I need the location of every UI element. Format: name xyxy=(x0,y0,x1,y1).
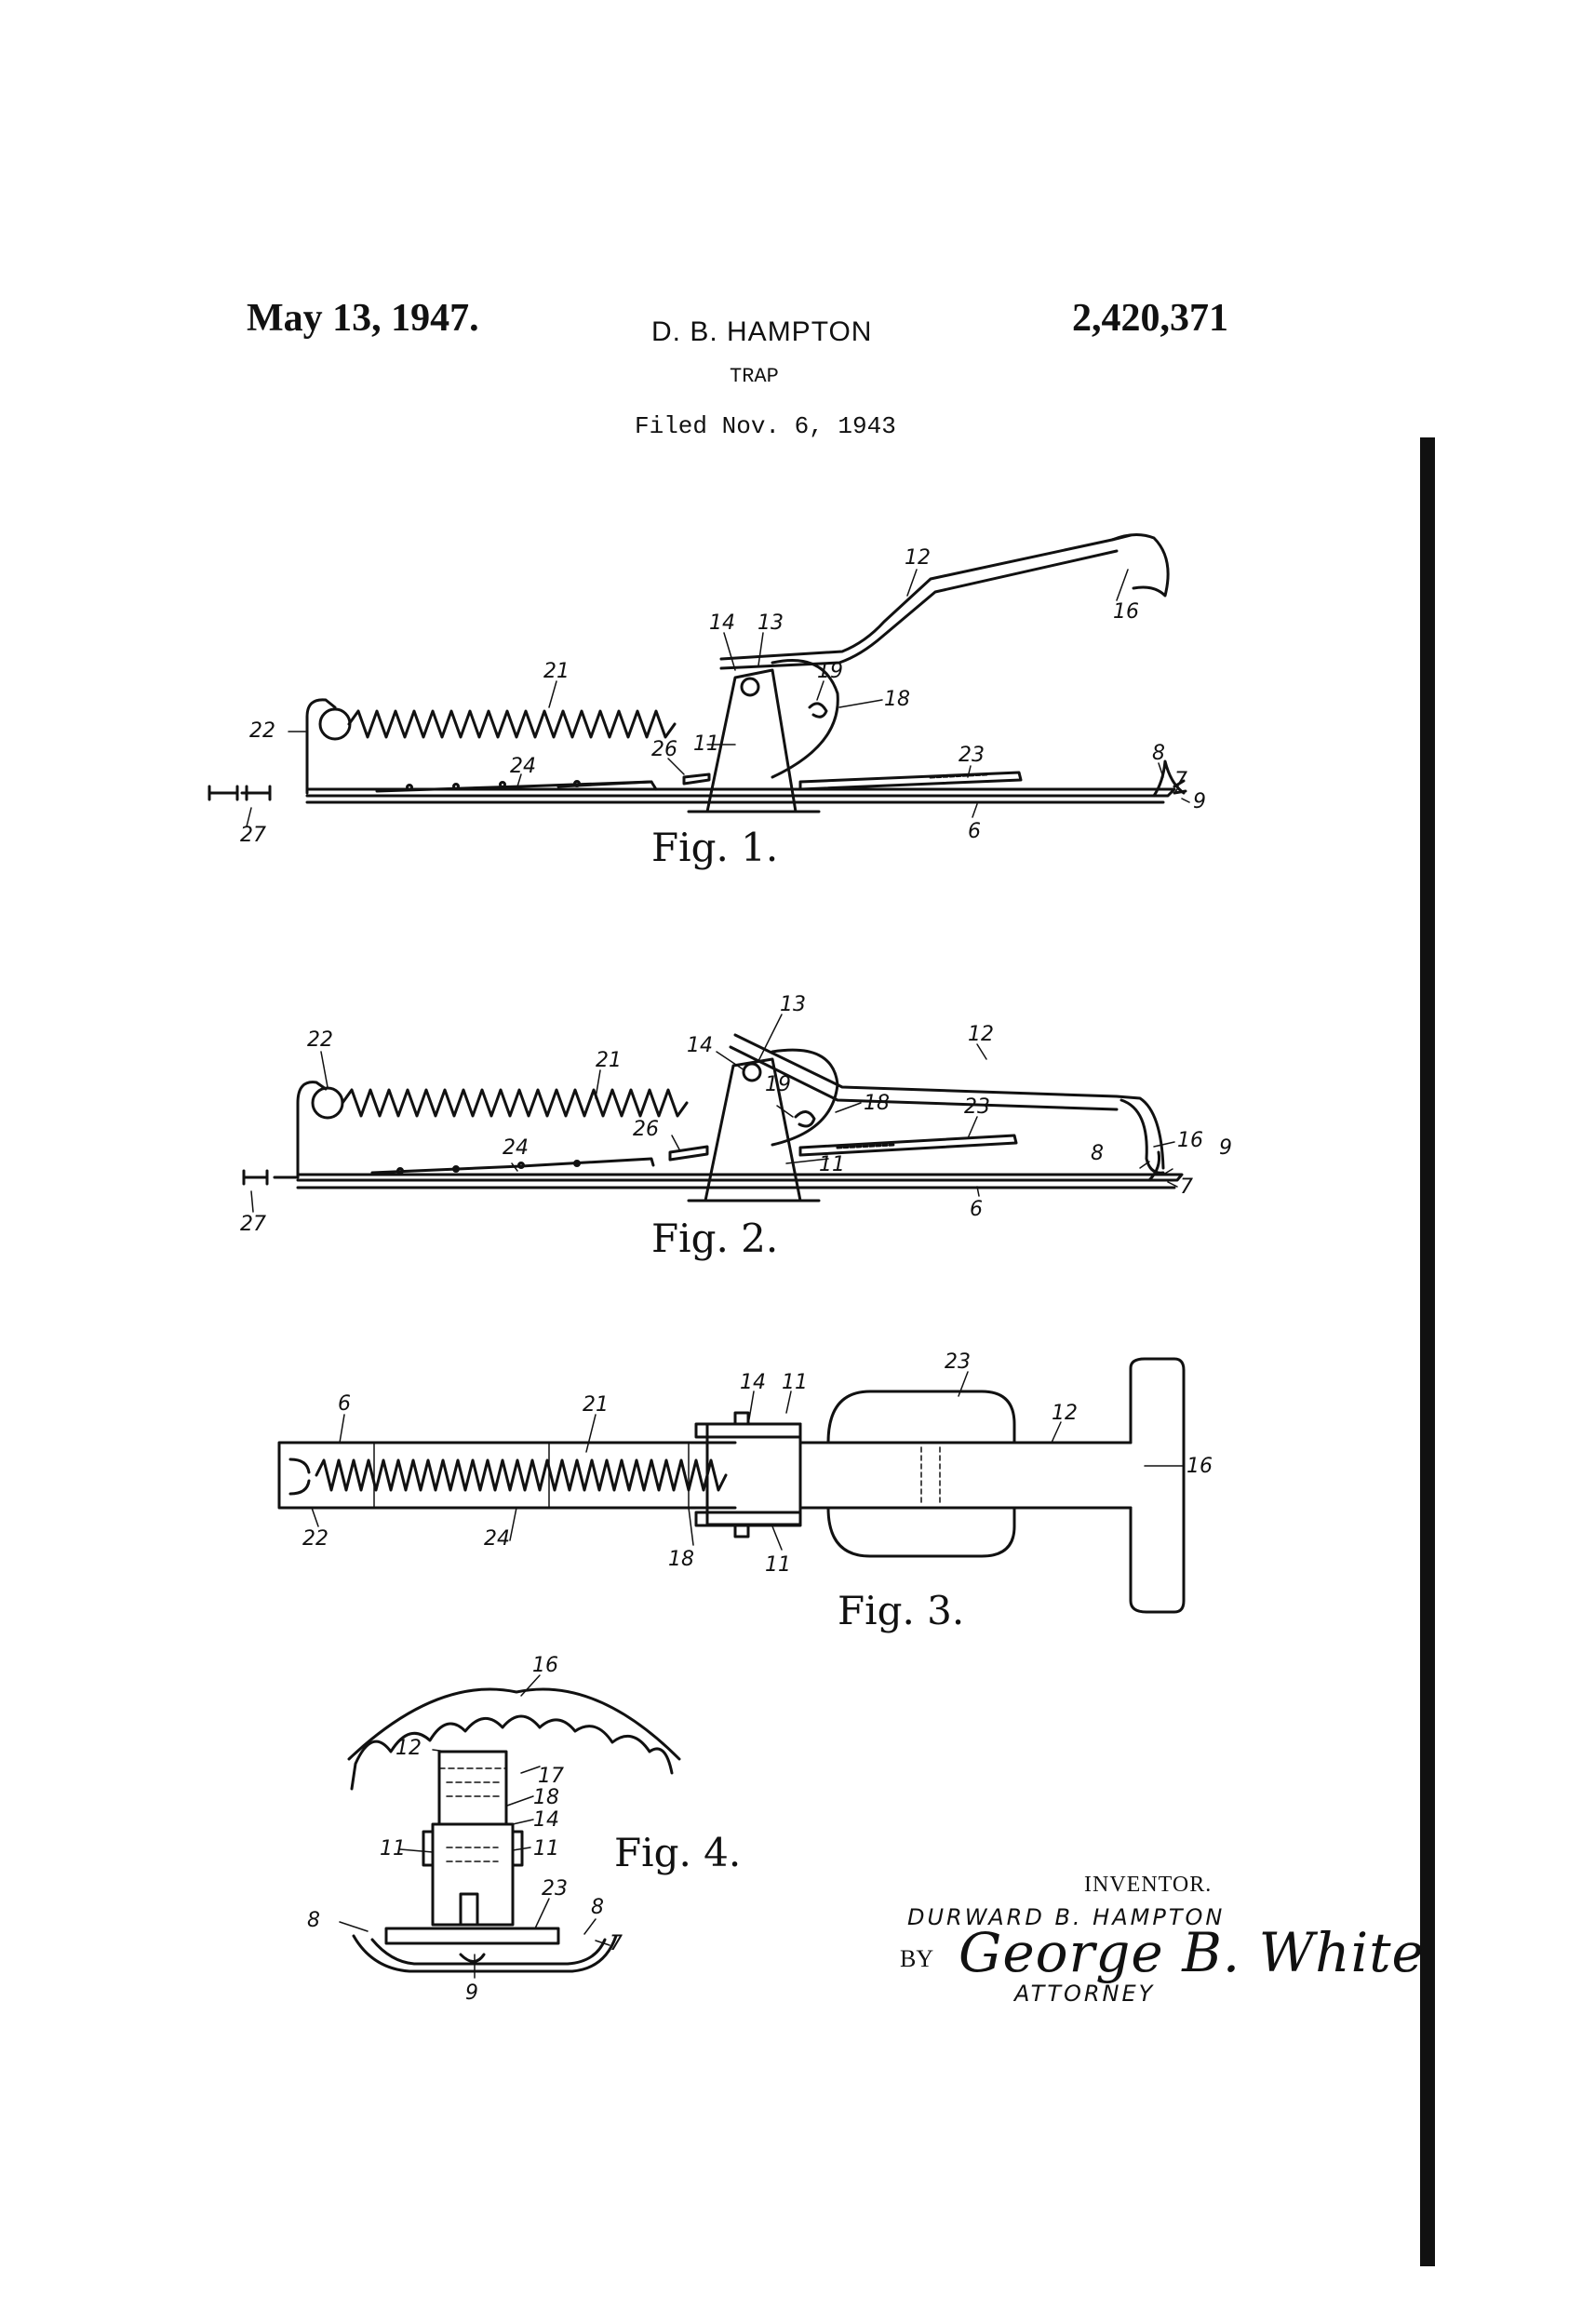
fig4-label: 17 xyxy=(538,1765,564,1788)
patent-date: May 13, 1947. xyxy=(247,297,479,340)
fig3-label: 12 xyxy=(1052,1402,1078,1425)
fig4-label: 14 xyxy=(533,1808,559,1832)
fig2-label: 24 xyxy=(503,1136,529,1160)
fig2-label: 21 xyxy=(596,1049,622,1072)
fig2-label: 7 xyxy=(1180,1175,1193,1199)
fig3-label: 11 xyxy=(765,1553,791,1577)
fig4-label: 9 xyxy=(465,1981,478,2005)
figure-4-labels: 16 12 17 18 14 11 11 23 8 8 7 9 Fig. 4. xyxy=(307,1654,741,2005)
fig2-label: 23 xyxy=(964,1095,990,1119)
figure-4-drawing xyxy=(347,1687,681,1973)
fig4-label: 23 xyxy=(542,1877,568,1901)
fig1-label: 12 xyxy=(905,546,931,570)
fig3-label: 23 xyxy=(945,1350,971,1374)
fig3-label: 18 xyxy=(668,1548,694,1571)
fig3-label: 11 xyxy=(782,1371,808,1394)
fig1-label: 6 xyxy=(968,820,981,843)
fig3-label: 14 xyxy=(740,1371,766,1394)
fig3-label: 22 xyxy=(302,1527,328,1551)
fig3-label: 16 xyxy=(1186,1455,1213,1478)
fig4-label: 12 xyxy=(396,1737,422,1760)
fig1-label: 11 xyxy=(693,732,719,756)
attorney-signature: George B. White xyxy=(959,1921,1425,1984)
figure-3-drawing xyxy=(277,1357,1186,1614)
fig1-label: 27 xyxy=(240,824,266,847)
fig3-caption: Fig. 3. xyxy=(838,1588,964,1633)
fig1-label: 7 xyxy=(1174,769,1187,792)
by-label: BY xyxy=(900,1945,934,1972)
patent-title: TRAP xyxy=(730,365,779,388)
fig1-label: 9 xyxy=(1193,790,1206,813)
fig2-label: 14 xyxy=(687,1034,713,1057)
inventor-label: INVENTOR. xyxy=(1084,1873,1213,1897)
fig3-label: 21 xyxy=(583,1393,609,1417)
fig2-label: 22 xyxy=(307,1028,333,1052)
inventor-name: DURWARD B. HAMPTON xyxy=(907,1904,1226,1930)
fig3-label: 6 xyxy=(338,1392,351,1416)
fig2-label: 13 xyxy=(780,993,806,1016)
scan-edge-bar xyxy=(1420,437,1435,2266)
fig2-label: 18 xyxy=(864,1092,890,1115)
figure-1-drawing xyxy=(208,533,1187,813)
fig2-label: 27 xyxy=(240,1213,266,1236)
fig2-label: 8 xyxy=(1091,1142,1104,1165)
fig1-label: 19 xyxy=(817,660,843,683)
figure-1-labels: 12 16 14 13 21 19 18 22 26 11 23 8 7 9 2… xyxy=(240,546,1206,870)
fig1-label: 14 xyxy=(709,611,735,635)
fig1-label: 16 xyxy=(1113,600,1139,624)
fig1-label: 13 xyxy=(757,611,784,635)
fig2-label: 9 xyxy=(1219,1136,1232,1160)
inventor-header: D. B. HAMPTON xyxy=(651,316,873,347)
fig1-label: 24 xyxy=(510,755,536,778)
fig1-label: 8 xyxy=(1152,742,1165,765)
fig2-label: 12 xyxy=(968,1023,994,1046)
fig4-label: 8 xyxy=(307,1909,320,1932)
fig1-label: 18 xyxy=(884,688,910,711)
fig4-label: 7 xyxy=(610,1932,623,1955)
patent-number: 2,420,371 xyxy=(1072,297,1228,340)
attorney-label: ATTORNEY xyxy=(1014,1981,1156,2007)
figure-3-labels: 23 14 11 6 21 12 16 22 24 18 11 Fig. 3. xyxy=(302,1350,1213,1633)
fig1-caption: Fig. 1. xyxy=(651,825,778,870)
fig4-label: 8 xyxy=(591,1896,604,1919)
leader-lines xyxy=(246,569,1190,1979)
fig1-label: 22 xyxy=(249,719,275,743)
fig2-label: 6 xyxy=(970,1198,983,1221)
fig4-caption: Fig. 4. xyxy=(614,1830,741,1875)
fig2-label: 11 xyxy=(819,1153,845,1176)
figure-2-labels: 22 13 12 14 21 19 18 23 16 9 8 7 24 26 1… xyxy=(240,993,1232,1261)
fig4-label: 16 xyxy=(532,1654,558,1677)
figure-2-drawing xyxy=(242,1033,1184,1202)
fig4-label: 18 xyxy=(533,1786,559,1809)
fig1-label: 21 xyxy=(543,660,570,683)
fig4-label: 11 xyxy=(533,1837,559,1861)
filed-date: Filed Nov. 6, 1943 xyxy=(635,412,896,440)
fig2-caption: Fig. 2. xyxy=(651,1216,778,1261)
fig1-label: 23 xyxy=(959,744,985,767)
fig4-label: 11 xyxy=(380,1837,406,1861)
fig2-label: 16 xyxy=(1177,1129,1203,1152)
fig1-label: 26 xyxy=(651,738,677,761)
fig2-label: 19 xyxy=(765,1073,791,1096)
fig3-label: 24 xyxy=(484,1527,510,1551)
fig2-label: 26 xyxy=(633,1118,659,1141)
